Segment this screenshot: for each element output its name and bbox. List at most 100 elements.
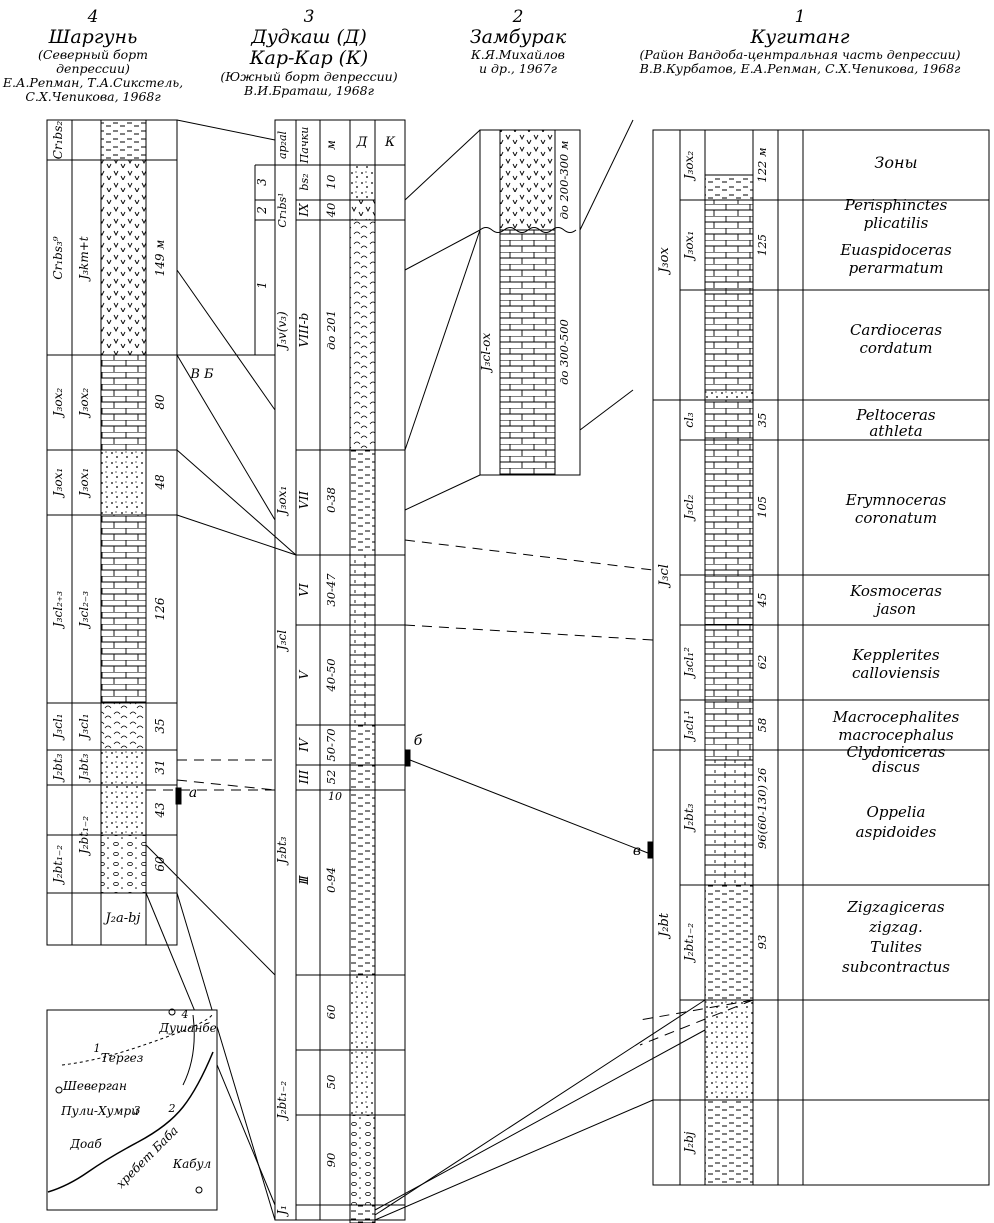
thickness-label: 45 (755, 593, 769, 609)
lithology-bed (704, 1099, 754, 1186)
substage-label: cl₃ (682, 412, 696, 428)
header-label: К (384, 135, 396, 150)
substage-label: J₂bt₁₋₂ (77, 816, 91, 857)
unconformity (479, 227, 577, 233)
stage-label: J₃ox (657, 247, 672, 276)
thickness-label: до 201 (324, 310, 338, 350)
section-2-header: 2 Замбурак К.Я.Михайлов и др., 1967г (448, 7, 588, 76)
correlation-line (176, 269, 276, 411)
zone-name: plicatilis (864, 214, 929, 232)
correlation-line-dashed (639, 999, 754, 1046)
lithology-bed (499, 129, 556, 231)
thickness-label: 60 (153, 856, 167, 872)
section-3-header: 3 Дудкаш (Д) Кар-Кар (К) (Южный борт деп… (184, 7, 434, 98)
header-label: ap₂al (276, 130, 289, 159)
pack-label: VIII-b (297, 313, 311, 348)
lithology-bed (349, 219, 376, 451)
thickness-label: 35 (755, 413, 769, 428)
thickness-label: 90 (324, 1153, 338, 1168)
thickness-label: 35 (153, 718, 167, 733)
lithology-bed (100, 784, 147, 836)
thickness-label: 126 (153, 597, 167, 620)
map-city-dot (195, 1186, 203, 1194)
zone-name: Macrocephalites (832, 708, 960, 726)
substage-label: J₃ox₂ (77, 388, 91, 420)
correlation-line (404, 229, 481, 271)
marker-label: В Б (189, 367, 214, 382)
lithology-bed (704, 199, 754, 391)
stage-label: J₂bt₃ (51, 753, 65, 783)
thickness-label: 96(60-130) (755, 785, 769, 849)
thickness-label: 105 (755, 496, 769, 518)
lithology-bed (100, 834, 147, 894)
thickness-label: 93 (755, 935, 769, 950)
substage-label: J₃cl₂₋₃ (77, 591, 91, 630)
thickness-label: до 300-500 (557, 319, 571, 385)
map-place: Тергез (101, 1051, 144, 1065)
correlation-line (579, 389, 634, 431)
correlation-line (404, 229, 481, 451)
zone-name: zigzag. (868, 918, 923, 936)
pack-label: IX (297, 203, 311, 218)
unit-label: J₃v(v₃) (275, 311, 289, 352)
zone-name: Peltoceras (855, 406, 936, 424)
zone-name: Kepplerites (851, 646, 939, 664)
pack-label: IV (297, 737, 311, 753)
zone-name: cordatum (859, 339, 932, 357)
thickness-label: 50-70 (324, 728, 338, 761)
thickness-label: 40-50 (324, 658, 338, 692)
map-frame (46, 1009, 218, 1211)
lithology-bed (704, 999, 754, 1101)
thickness-label: 10 (328, 790, 342, 803)
section-line: (Южный борт депрессии) (220, 68, 398, 84)
header-label: Д (356, 135, 368, 150)
correlation-line (374, 1029, 706, 1211)
correlation-line (374, 999, 706, 1216)
section-line: В.И.Браташ, 1968г (244, 82, 374, 98)
column-frame (479, 129, 581, 476)
zone-name: jason (873, 600, 916, 618)
substage-label: J₃km+t (77, 236, 91, 282)
unit-label: J₃ox₁ (275, 486, 289, 517)
section-4-column: Cr₁bs₂Cr₁bs₃⁹J₃ox₂J₃ox₁J₃cl₂₊₃J₃cl₁J₂bt₃… (46, 119, 178, 946)
correlation-line-dashed (639, 999, 754, 1021)
lithology-bed (349, 724, 376, 976)
map-place: Пули-Хумри (60, 1104, 139, 1118)
thickness-label: 0-94 (324, 867, 338, 893)
zone-name: coronatum (855, 509, 937, 527)
thickness-label: 122 м (755, 147, 769, 182)
thickness-label: 80 (153, 394, 167, 410)
correlation-line (579, 119, 634, 231)
zones-header: Зоны (874, 153, 917, 172)
stage-label: Cr₁bs₂ (51, 121, 65, 160)
map-place: Кабул (172, 1157, 211, 1171)
map-city-dot (55, 1086, 63, 1094)
map-number: 3 (134, 1104, 141, 1117)
ridge-line (47, 1051, 214, 1193)
substage-label: J₂bt₁₋₂ (682, 923, 696, 964)
zone-name: discus (872, 758, 920, 776)
substage-label: J₃ox₁ (682, 231, 696, 262)
thickness-label: 30-47 (324, 573, 338, 607)
thickness-label: 10 (324, 175, 338, 190)
pack-label: V (297, 669, 311, 679)
correlation-line (176, 892, 276, 1221)
map-place: Доаб (69, 1137, 102, 1151)
map-city-dot (168, 1008, 176, 1016)
section-number: 1 (794, 7, 806, 27)
header-label: м (324, 140, 338, 150)
map-place: Шеверган (62, 1079, 127, 1093)
thickness-label: 50 (324, 1075, 338, 1090)
section-name-2: Кар-Кар (К) (249, 47, 369, 70)
stage-label: J₃cl (657, 564, 672, 589)
lithology-bed (349, 199, 376, 221)
zone-name: Kosmoceras (849, 582, 942, 600)
zone-name: Tulites (870, 938, 922, 956)
correlation-line (176, 449, 297, 556)
stage-label: J₃ox₂ (51, 388, 65, 420)
lithology-bed (349, 554, 376, 726)
